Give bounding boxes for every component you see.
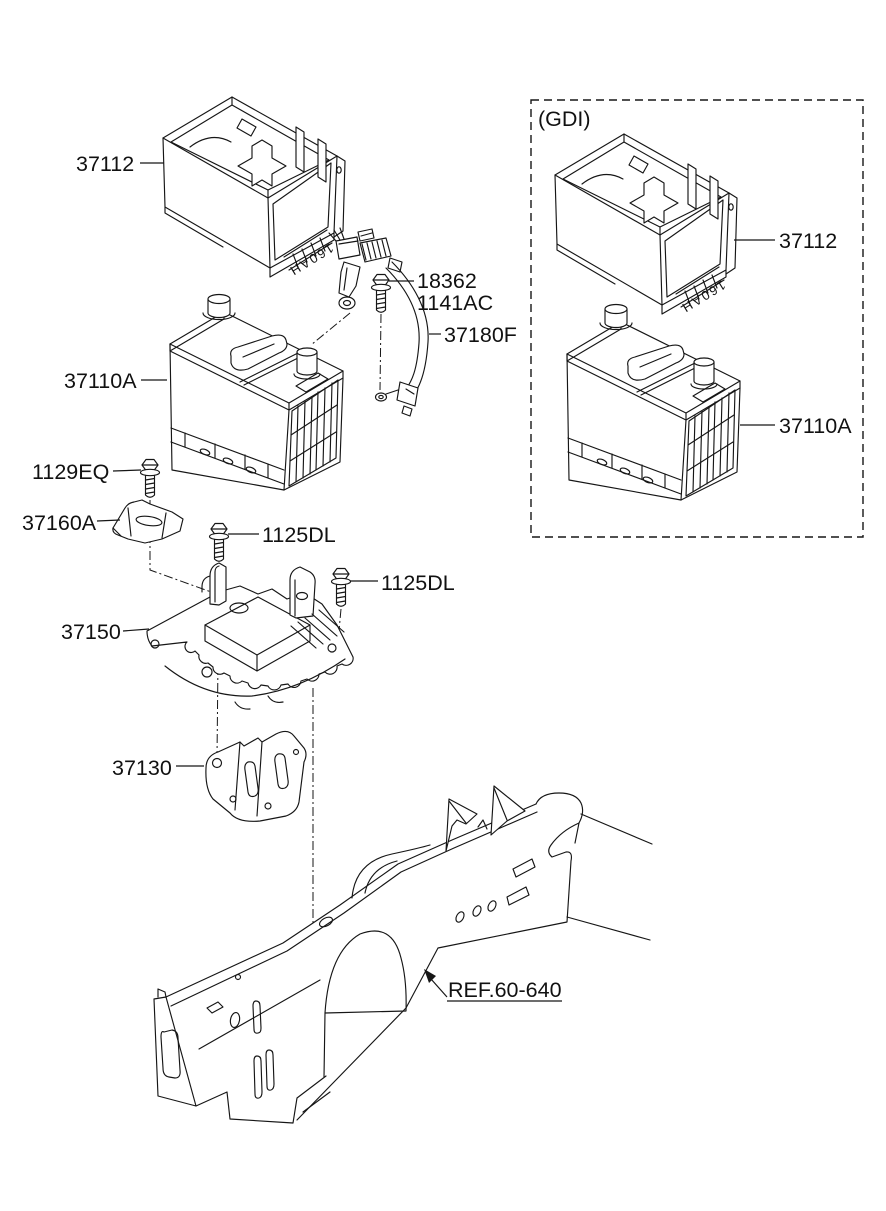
label-frame-ref: REF.60-640 (448, 978, 562, 1002)
label-tray-bracket: 37130 (112, 756, 172, 780)
gdi-caption: (GDI) (538, 107, 591, 131)
label-battery-main: 37110A (64, 369, 137, 393)
bracket-bolt (139, 458, 161, 498)
label-tray-bolt-right: 1125DL (381, 571, 455, 595)
leader-lines (96, 162, 775, 1002)
battery-cable-drawing (374, 261, 429, 417)
tray-bolt-right (330, 567, 352, 607)
battery-gdi (566, 303, 741, 501)
label-terminal-bolt-alt: 1141AC (417, 291, 493, 315)
tray-bolt-left (208, 522, 230, 562)
label-battery-gdi: 37110A (779, 414, 852, 438)
battery-tray-drawing (146, 562, 354, 710)
label-cover-gdi: 37112 (779, 229, 837, 253)
ref-arrowhead (424, 969, 436, 983)
label-battery-cable: 37180F (444, 323, 517, 347)
battery-main (169, 293, 344, 491)
terminal-bolt (370, 273, 392, 313)
label-cover-main: 37112 (76, 152, 134, 176)
tray-bracket-drawing (205, 730, 307, 822)
battery-bracket-drawing (112, 499, 184, 544)
label-bracket-bolt: 1129EQ (32, 460, 109, 484)
gdi-variant-section: (GDI) (530, 99, 864, 538)
label-tray-bolt-left: 1125DL (262, 523, 336, 547)
battery-cover-gdi (554, 133, 738, 317)
label-terminal-bolt: 18362 (417, 269, 477, 293)
battery-terminal-drawing (328, 227, 403, 310)
label-battery-tray: 37150 (61, 620, 121, 644)
part-labels: 37112 18362 1141AC 37180F 37110A 1129EQ … (22, 152, 852, 1002)
frame-member-drawing (153, 785, 653, 1124)
gdi-dashed-border (530, 99, 864, 538)
label-battery-bracket: 37160A (22, 511, 97, 535)
battery-cover-main (162, 96, 346, 280)
